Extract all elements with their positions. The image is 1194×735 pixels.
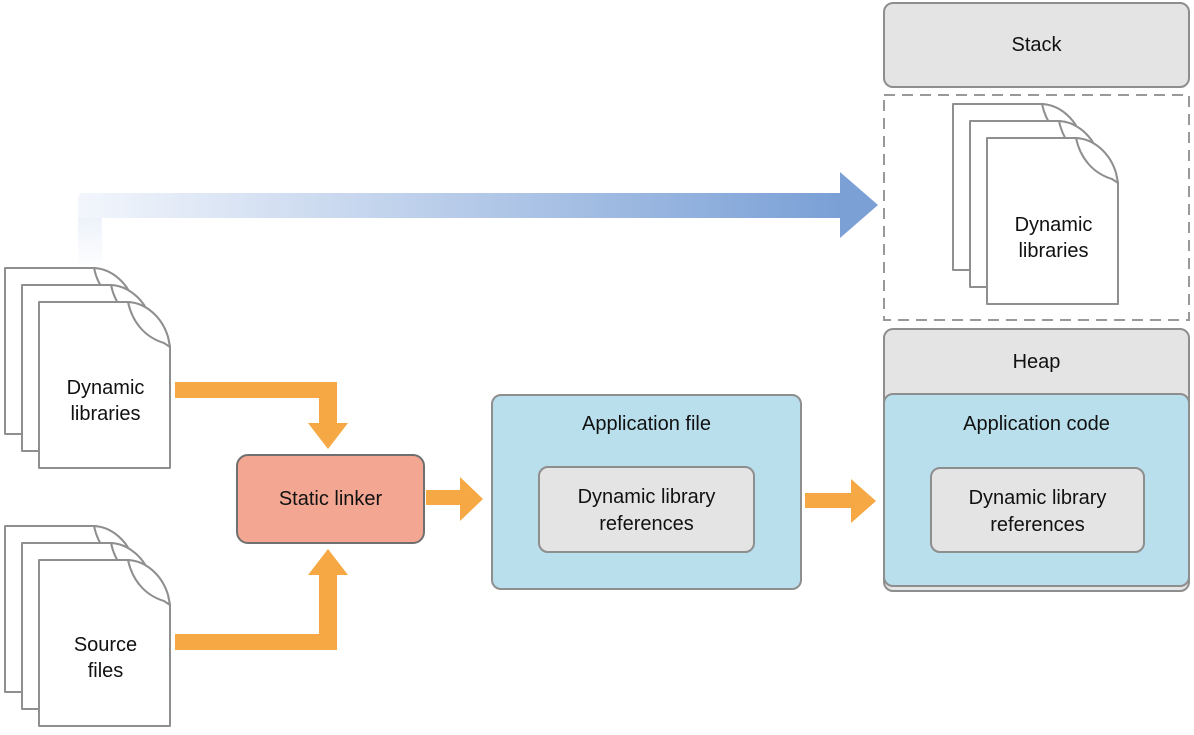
dynamic-libraries-source-label: Dynamic libraries [66, 377, 145, 425]
arrow-libraries-to-linker-icon [175, 382, 348, 449]
load-arrow-head-icon [840, 172, 878, 238]
load-arrow-body [78, 193, 840, 218]
stack-label: Stack [1011, 34, 1062, 56]
static-linker-node: Static linker [236, 454, 425, 544]
loaded-libraries-region [883, 94, 1190, 321]
source-files-label: Source files [73, 634, 138, 682]
application-code-references-node: Dynamic library references [930, 467, 1145, 553]
source-files-stack-icon [4, 525, 171, 727]
arrow-linker-to-appfile-icon [426, 477, 483, 521]
stack-node [883, 2, 1190, 88]
application-file-title: Application file [582, 413, 711, 435]
application-file-references-node: Dynamic library references [538, 466, 755, 553]
static-linker-label: Static linker [278, 487, 383, 510]
application-code-title: Application code [963, 413, 1110, 435]
heap-label: Heap [1012, 351, 1061, 373]
load-arrow-leg [78, 218, 102, 270]
loaded-dynamic-libraries-label: Dynamic libraries [1014, 214, 1093, 262]
loaded-dynamic-libraries-stack-icon [952, 103, 1119, 305]
dynamic-libraries-stack-icon [4, 267, 171, 469]
arrow-appfile-to-appcode-icon [805, 479, 876, 523]
arrow-sources-to-linker-icon [175, 549, 348, 650]
